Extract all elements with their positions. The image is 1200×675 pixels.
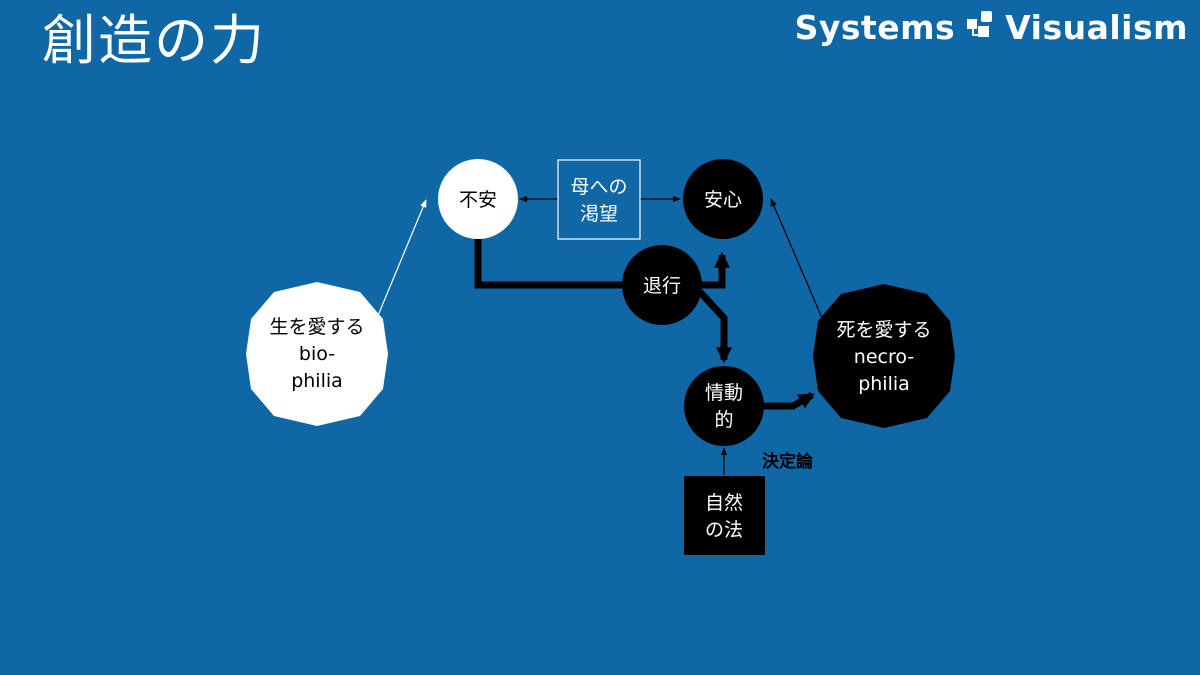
node-relief: 安心 bbox=[683, 159, 763, 239]
arrow-regression-to-emotional-thick bbox=[697, 289, 732, 364]
node-regression: 退行 bbox=[622, 245, 702, 325]
svg-text:necro-: necro- bbox=[854, 346, 914, 368]
svg-text:情動: 情動 bbox=[705, 382, 743, 404]
svg-text:退行: 退行 bbox=[643, 275, 681, 297]
svg-text:安心: 安心 bbox=[704, 189, 742, 211]
node-longing-for-mother: 母への 渇望 bbox=[557, 159, 641, 240]
svg-text:母への: 母への bbox=[570, 176, 627, 198]
brand-text-visualism: Visualism bbox=[1005, 8, 1188, 47]
svg-text:philia: philia bbox=[291, 370, 343, 392]
node-anxiety: 不安 bbox=[438, 159, 518, 239]
brand-logo: Systems Visualism bbox=[795, 8, 1188, 47]
svg-text:の法: の法 bbox=[705, 519, 743, 541]
node-natural-law: 自然 の法 bbox=[684, 476, 765, 555]
svg-text:的: 的 bbox=[714, 409, 733, 431]
svg-text:渇望: 渇望 bbox=[580, 203, 618, 225]
arrow-anxiety-to-relief-thick bbox=[474, 238, 730, 289]
svg-text:philia: philia bbox=[858, 373, 910, 395]
node-biophilia: 生を愛する bio- philia bbox=[246, 282, 388, 426]
node-emotional: 情動 的 bbox=[684, 366, 764, 446]
arrow-necrophilia-to-relief bbox=[770, 198, 823, 319]
arrow-emotional-to-necrophilia-thick bbox=[764, 391, 815, 410]
brand-mark-icon bbox=[965, 8, 995, 47]
svg-text:bio-: bio- bbox=[299, 343, 335, 365]
brand-text-systems: Systems bbox=[794, 8, 956, 47]
node-necrophilia: 死を愛する necro- philia bbox=[813, 284, 955, 428]
svg-text:死を愛する: 死を愛する bbox=[836, 319, 931, 341]
slide-title: 創造の力 bbox=[42, 9, 266, 72]
arrow-biophilia-to-anxiety bbox=[376, 199, 427, 319]
svg-text:不安: 不安 bbox=[459, 189, 497, 211]
determinism-label: 決定論 bbox=[762, 452, 813, 472]
svg-text:生を愛する: 生を愛する bbox=[269, 316, 364, 338]
svg-text:自然: 自然 bbox=[705, 492, 743, 514]
